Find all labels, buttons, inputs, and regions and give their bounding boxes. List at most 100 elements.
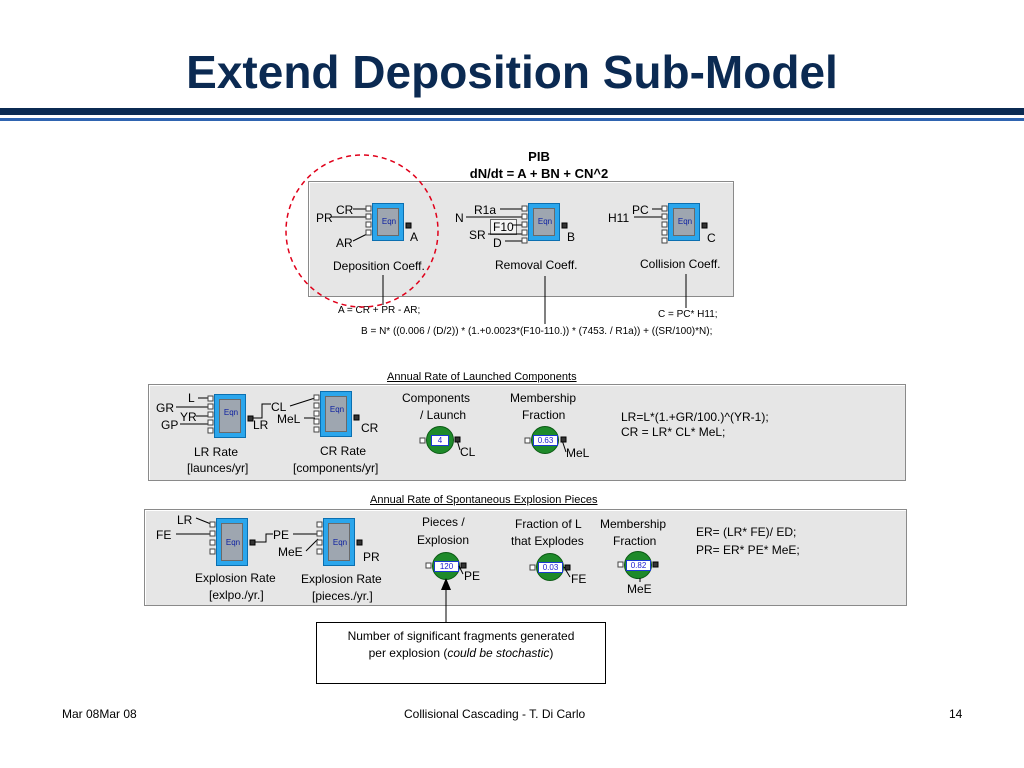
input-port — [661, 229, 668, 236]
explosion-panel — [144, 509, 907, 606]
input-port — [365, 221, 372, 228]
pieces-heading: Pieces / — [422, 515, 465, 529]
pieces-heading2: Explosion — [417, 533, 470, 547]
membership-e-constant[interactable]: 0.82 — [624, 551, 652, 579]
pieces-value[interactable]: 120 — [434, 561, 459, 572]
input-port — [661, 237, 668, 244]
input-d: D — [493, 236, 502, 250]
input-port — [209, 548, 216, 555]
input-h11: H11 — [608, 211, 630, 225]
components-constant[interactable]: 4 — [426, 426, 454, 454]
output-port — [564, 564, 571, 571]
membership-e-heading: Membership — [600, 517, 667, 531]
input-port — [209, 521, 216, 528]
fraction-heading: Fraction of L — [515, 517, 582, 531]
output-mel: MeL — [566, 446, 590, 460]
input-port — [313, 426, 320, 433]
output-b: B — [567, 230, 576, 244]
title-rule-thin — [0, 118, 1024, 121]
pieces-constant[interactable]: 120 — [432, 552, 460, 580]
fraction-heading2: that Explodes — [511, 534, 584, 548]
input-port — [365, 229, 372, 236]
input-ar: AR — [336, 236, 353, 250]
output-port — [249, 539, 256, 546]
cr-rate-caption: CR Rate — [320, 444, 367, 458]
output-port — [356, 539, 363, 546]
input-gp: GP — [161, 418, 179, 432]
explosion-rate-caption: Explosion Rate — [195, 571, 276, 585]
output-pr: PR — [363, 550, 380, 564]
explosion-eq1: ER= (LR* FE)/ ED; — [696, 525, 797, 539]
input-l: L — [188, 391, 195, 405]
pieces-rate-eqn-block[interactable]: Eqn — [323, 518, 355, 566]
input-port — [207, 419, 214, 426]
output-port — [247, 415, 254, 422]
eqn-label: Eqn — [332, 538, 348, 547]
membership-l-value[interactable]: 0.63 — [533, 435, 558, 446]
input-port — [209, 530, 216, 537]
callout-line1: Number of significant fragments generate… — [347, 629, 575, 643]
pib-title: PIB — [0, 148, 1024, 166]
fraction-constant[interactable]: 0.03 — [536, 553, 564, 581]
cr-rate-units: [components/yr] — [293, 461, 379, 475]
pib-equation: dN/dt = A + BN + CN^2 — [0, 165, 1024, 183]
input-pe: PE — [273, 528, 290, 542]
input-port — [313, 410, 320, 417]
input-port — [316, 530, 323, 537]
output-a: A — [410, 230, 419, 244]
input-mel: MeL — [277, 412, 301, 426]
callout-line2: per explosion (could be stochastic) — [317, 645, 605, 662]
cr-rate-eqn-block[interactable]: Eqn — [320, 391, 352, 437]
eqn-label: Eqn — [537, 217, 553, 226]
output-cr: CR — [361, 421, 379, 435]
pieces-rate-units: [pieces./yr.] — [312, 589, 373, 603]
input-pc: PC — [632, 203, 649, 217]
input-port — [521, 213, 528, 220]
equation-a: A = CR + PR - AR; — [338, 305, 421, 316]
input-pr: PR — [316, 211, 333, 225]
output-c: C — [707, 231, 716, 245]
explosion-rate-units: [exlpo./yr.] — [209, 588, 264, 602]
lr-rate-eqn-block[interactable]: Eqn — [214, 394, 246, 438]
output-port — [652, 561, 659, 568]
input-port — [521, 221, 528, 228]
wire — [250, 403, 271, 419]
components-value[interactable]: 4 — [431, 435, 449, 446]
footer-author: Collisional Cascading - T. Di Carlo — [404, 707, 586, 721]
output-port — [460, 562, 467, 569]
output-port — [405, 222, 412, 229]
title-rule-thick — [0, 108, 1024, 115]
removal-eqn-block[interactable]: Eqn — [528, 203, 560, 241]
pib-equation-text: dN/dt = A + BN + CN^2 — [469, 166, 609, 181]
input-port — [521, 237, 528, 244]
wire — [458, 565, 464, 575]
components-heading2: / Launch — [420, 408, 467, 422]
wire — [254, 533, 273, 543]
output-fe: FE — [571, 572, 587, 586]
wire — [305, 538, 319, 552]
slide-number: 14 — [949, 707, 963, 721]
explosion-rate-eqn-block[interactable]: Eqn — [216, 518, 248, 566]
input-sr: SR — [469, 228, 486, 242]
input-port — [313, 402, 320, 409]
constant-input-port — [529, 564, 536, 571]
deposition-caption: Deposition Coeff. — [333, 259, 425, 273]
input-mee: MeE — [278, 545, 303, 559]
launched-eq1: LR=L*(1.+GR/100.)^(YR-1); — [621, 410, 769, 424]
collision-eqn-block[interactable]: Eqn — [668, 203, 700, 241]
eqn-label: Eqn — [223, 408, 239, 417]
input-port — [661, 221, 668, 228]
output-cl: CL — [460, 445, 476, 459]
membership-l-constant[interactable]: 0.63 — [531, 426, 559, 454]
input-r1a: R1a — [474, 203, 497, 217]
fraction-value[interactable]: 0.03 — [538, 562, 563, 573]
constant-input-port — [524, 437, 531, 444]
deposition-eqn-block[interactable]: Eqn — [372, 203, 404, 241]
callout-italic: could be stochastic — [447, 646, 550, 660]
removal-caption: Removal Coeff. — [495, 258, 578, 272]
launched-eq2: CR = LR* CL* MeL; — [621, 425, 726, 439]
membership-e-value[interactable]: 0.82 — [626, 560, 651, 571]
launched-panel — [148, 384, 906, 481]
input-port — [661, 205, 668, 212]
eqn-label: Eqn — [381, 217, 397, 226]
